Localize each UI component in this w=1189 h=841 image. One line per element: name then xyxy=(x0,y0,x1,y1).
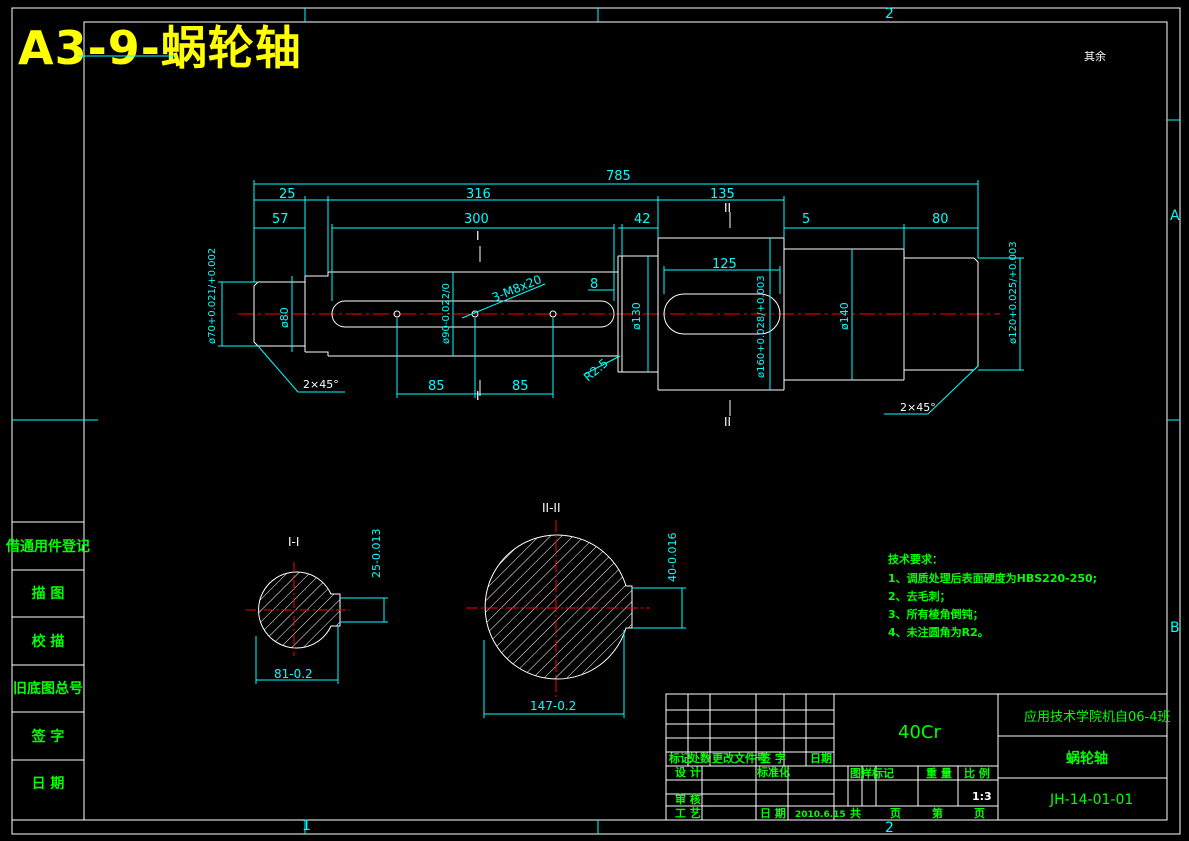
tb-scale: 1:3 xyxy=(972,790,992,803)
side-row-5: 签 字 xyxy=(31,728,65,745)
side-row-2: 描 图 xyxy=(32,585,65,602)
tb-total: 共 xyxy=(850,806,861,820)
tb-review: 审 核 xyxy=(675,792,701,806)
tb-stage-mark: 图样标记 xyxy=(850,766,894,780)
tb-sign: 签 字 xyxy=(759,751,786,765)
tb-drawing-no: JH-14-01-01 xyxy=(1049,792,1133,808)
dim-phi140: ø140 xyxy=(838,302,851,330)
side-row-3: 校 描 xyxy=(32,633,65,650)
roughness-note: 其余 xyxy=(1084,49,1106,63)
tb-date: 日期 xyxy=(810,751,832,765)
dimension-lines xyxy=(218,180,1024,415)
section-mark-i-bottom: I xyxy=(476,389,480,403)
dim-thread: 3-M8x20 xyxy=(490,272,544,305)
tb-weight: 重 量 xyxy=(926,766,952,780)
section-i-key: 25-0.013 xyxy=(370,529,383,578)
tb-nth: 第 xyxy=(932,806,943,820)
side-row-1: 借通用件登记 xyxy=(5,538,90,555)
dim-42: 42 xyxy=(634,212,651,227)
dim-radius: R2.5 xyxy=(581,356,611,384)
section-i-i: I-I 81-0.2 25-0.013 xyxy=(246,529,388,684)
tb-design: 设 计 xyxy=(675,765,701,779)
title-block xyxy=(665,693,1168,821)
tb-school: 应用技术学院机自06-4班 xyxy=(1024,709,1171,725)
dim-phi90: ø90-0.022/0 xyxy=(441,283,452,344)
zone-ticks xyxy=(12,8,1180,834)
zone-label-a: A xyxy=(1170,208,1180,224)
tb-date-value: 2010.6.15 xyxy=(795,810,846,820)
side-table xyxy=(11,521,85,821)
drawing-frame xyxy=(11,7,1181,835)
section-ii-ii: II-II 147-0.2 40-0.016 xyxy=(466,501,686,718)
tb-process: 工 艺 xyxy=(675,806,701,820)
tech-item-2: 2、去毛刺； xyxy=(888,589,951,603)
tb-standardize-label: 标准化 xyxy=(756,765,790,779)
chamfer-right: 2×45° xyxy=(900,401,936,414)
dim-phi70: ø70+0.021/+0.002 xyxy=(207,248,218,344)
section-ii-width: 147-0.2 xyxy=(530,699,576,713)
section-i-title: I-I xyxy=(288,535,299,549)
dim-135: 135 xyxy=(710,187,735,202)
tech-title: 技术要求： xyxy=(888,552,943,566)
tb-scale-label: 比 例 xyxy=(964,766,990,780)
dim-125: 125 xyxy=(712,257,737,272)
tb-count: 处数 xyxy=(688,751,712,765)
tech-item-3: 3、所有棱角倒钝； xyxy=(888,607,984,621)
dim-phi120: ø120+0.025/+0.003 xyxy=(1008,241,1019,344)
tb-sheet: 页 xyxy=(890,807,901,820)
dim-300: 300 xyxy=(464,212,489,227)
dim-57: 57 xyxy=(272,212,289,227)
dim-25: 25 xyxy=(279,187,296,202)
dim-phi160: ø160+0.028/+0.003 xyxy=(756,275,767,378)
section-ii-key: 40-0.016 xyxy=(666,533,679,582)
section-mark-i-top: I xyxy=(476,229,480,243)
section-mark-ii-top: II xyxy=(724,201,731,215)
dim-85-right: 85 xyxy=(512,379,529,394)
tech-item-4: 4、未注圆角为R2。 xyxy=(888,625,989,639)
zone-label-bottom-1: 1 xyxy=(302,818,311,834)
dim-8: 8 xyxy=(590,277,598,292)
shaft-outline xyxy=(253,237,979,391)
zone-label-bottom-2: 2 xyxy=(885,820,894,836)
drawing-title: A3-9-蜗轮轴 xyxy=(18,21,302,75)
section-mark-ii-bottom: II xyxy=(724,415,731,429)
dim-80: 80 xyxy=(932,212,949,227)
tb-mark: 标记 xyxy=(668,751,691,765)
tech-requirements: 技术要求： 1、调质处理后表面硬度为HBS220-250; 2、去毛刺； 3、所… xyxy=(888,552,1097,639)
chamfer-left: 2×45° xyxy=(303,378,339,391)
zone-label-b: B xyxy=(1170,620,1180,636)
zone-label-top-2: 2 xyxy=(885,6,894,22)
tb-date2: 日 期 xyxy=(760,806,786,820)
tb-change-doc: 更改文件号 xyxy=(712,751,767,765)
dim-5: 5 xyxy=(802,212,810,227)
tb-material: 40Cr xyxy=(898,722,941,743)
dim-phi130: ø130 xyxy=(630,302,643,330)
section-ii-title: II-II xyxy=(542,501,561,515)
tech-item-1: 1、调质处理后表面硬度为HBS220-250; xyxy=(888,571,1097,585)
side-row-6: 日 期 xyxy=(32,776,65,792)
dim-316: 316 xyxy=(466,187,491,202)
side-row-4: 旧底图总号 xyxy=(13,680,83,697)
tb-part-name: 蜗轮轴 xyxy=(1066,750,1108,767)
dim-85-left: 85 xyxy=(428,379,445,394)
section-i-width: 81-0.2 xyxy=(274,667,313,681)
tb-sheet2: 页 xyxy=(974,807,985,820)
section-cut-marks xyxy=(479,212,731,416)
dim-overall: 785 xyxy=(606,169,631,184)
dim-phi80: ø80 xyxy=(278,307,291,328)
